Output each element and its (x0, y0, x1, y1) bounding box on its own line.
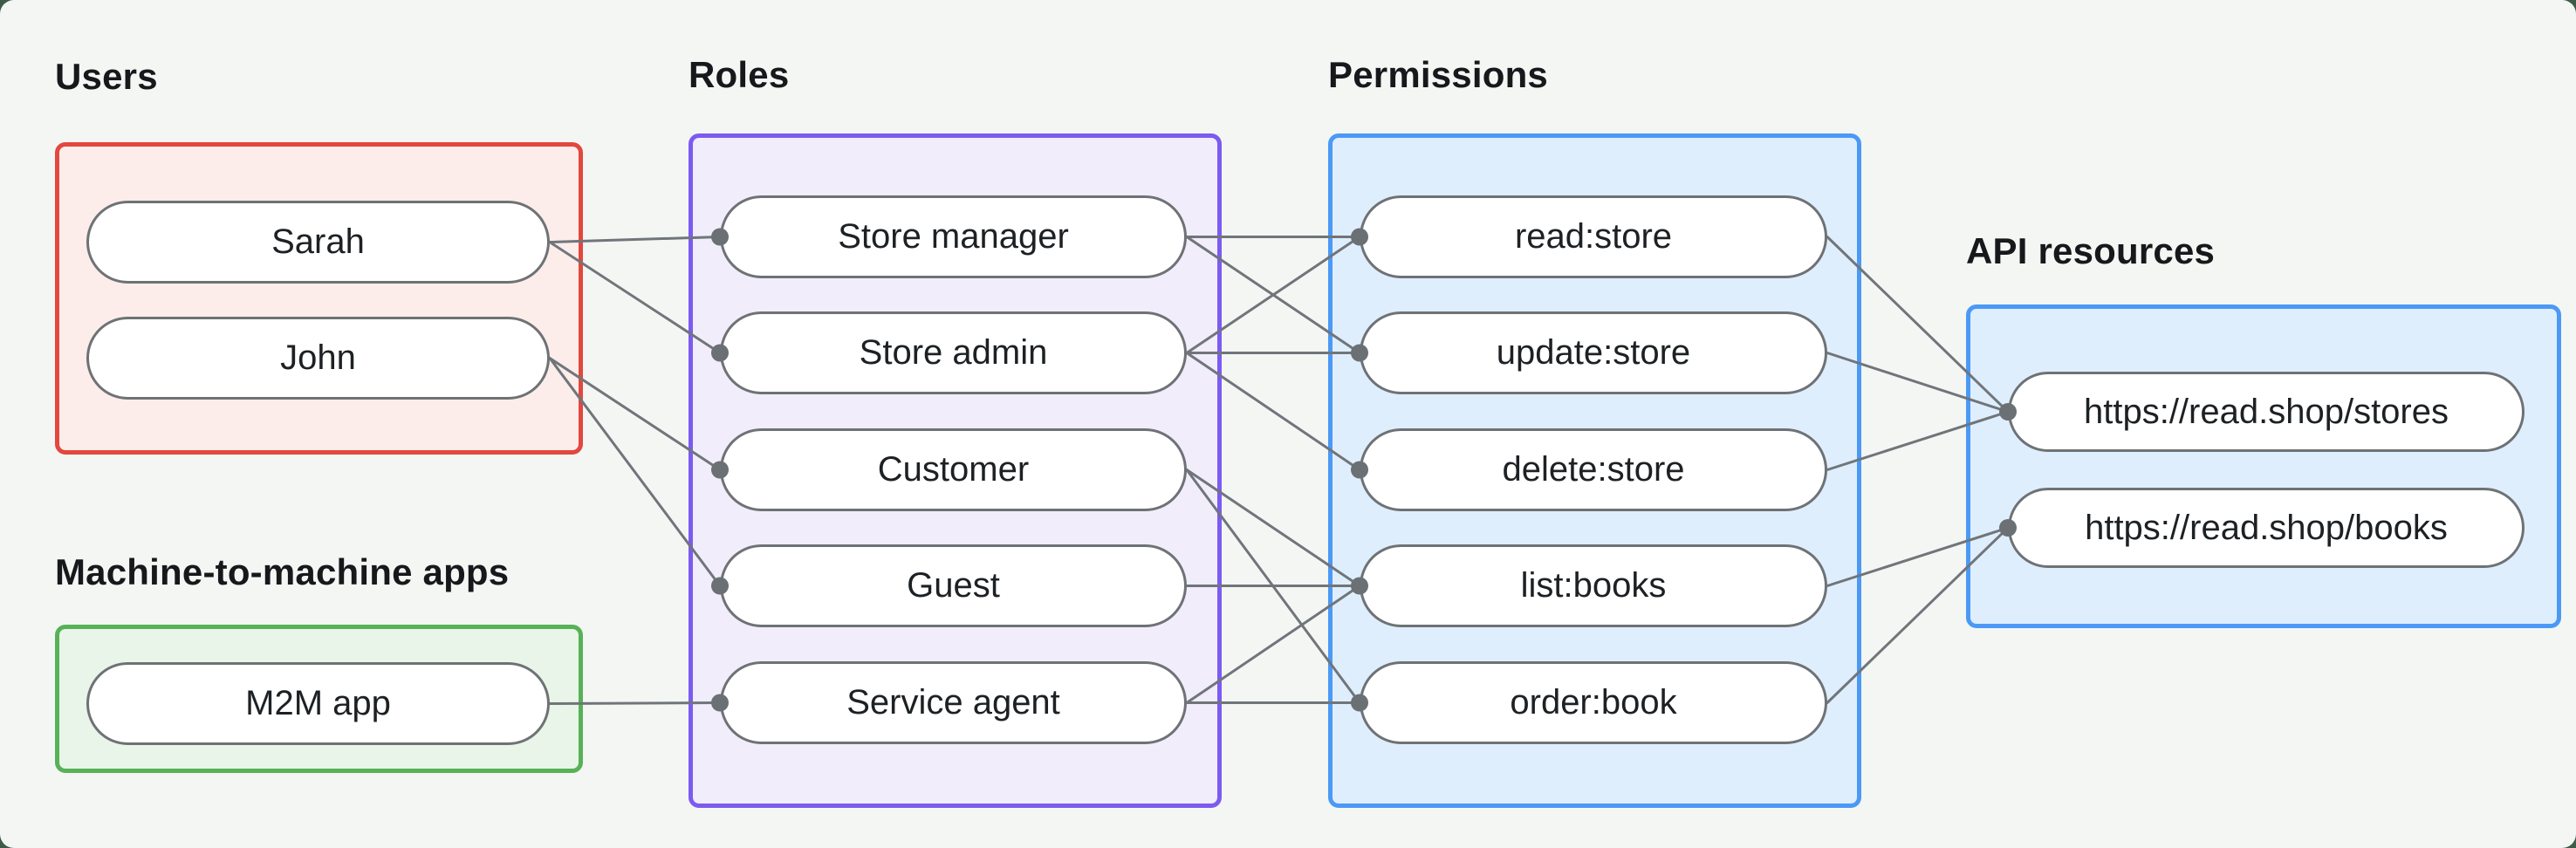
node-label-update-store: update:store (1496, 333, 1691, 372)
node-label-m2m-app: M2M app (245, 684, 391, 722)
node-label-list-books: list:books (1520, 566, 1667, 605)
edge-store-admin-to-read-store (1185, 236, 1361, 354)
node-label-order-book: order:book (1510, 683, 1677, 721)
node-label-store-manager: Store manager (838, 217, 1069, 256)
group-label-users: Users (55, 56, 158, 97)
group-label-m2m: Machine-to-machine apps (55, 551, 510, 592)
node-pill-m2m-app: M2M app (86, 662, 550, 745)
node-label-service-agent: Service agent (846, 683, 1060, 721)
edge-delete-store-to-stores (1826, 410, 2010, 471)
edge-john-to-guest (548, 357, 722, 587)
node-label-delete-store: delete:store (1502, 450, 1685, 489)
node-pill-delete-store: delete:store (1360, 428, 1827, 511)
node-pill-stores: https://read.shop/stores (2008, 372, 2525, 452)
node-pill-store-admin: Store admin (720, 311, 1187, 394)
node-label-store-admin: Store admin (859, 333, 1048, 372)
node-pill-guest: Guest (720, 544, 1187, 627)
edge-m2m-app-to-service-agent (548, 701, 722, 705)
node-label-books: https://read.shop/books (2085, 508, 2448, 547)
group-label-permissions: Permissions (1328, 54, 1548, 95)
group-label-roles: Roles (689, 54, 790, 95)
edge-store-admin-to-delete-store (1185, 352, 1361, 471)
node-label-read-store: read:store (1514, 217, 1673, 256)
node-pill-john: John (86, 317, 550, 400)
node-label-stores: https://read.shop/stores (2083, 392, 2449, 431)
group-label-api: API resources (1966, 230, 2216, 271)
group-box-users (55, 142, 583, 455)
edge-read-store-to-stores (1826, 236, 2010, 414)
node-pill-read-store: read:store (1360, 195, 1827, 278)
node-label-john: John (280, 339, 356, 377)
edge-sarah-to-store-manager (548, 236, 722, 243)
node-pill-store-manager: Store manager (720, 195, 1187, 278)
node-pill-update-store: update:store (1360, 311, 1827, 394)
node-label-guest: Guest (907, 566, 1000, 605)
node-pill-books: https://read.shop/books (2008, 488, 2525, 568)
edge-sarah-to-store-admin (548, 241, 722, 354)
node-pill-service-agent: Service agent (720, 661, 1187, 744)
node-pill-sarah: Sarah (86, 201, 550, 284)
edge-update-store-to-stores (1826, 352, 2010, 414)
node-pill-customer: Customer (720, 428, 1187, 511)
edge-service-agent-to-list-books (1185, 585, 1361, 704)
edge-john-to-customer (548, 357, 722, 471)
node-label-sarah: Sarah (271, 222, 365, 261)
node-pill-list-books: list:books (1360, 544, 1827, 627)
node-pill-order-book: order:book (1360, 661, 1827, 744)
edge-customer-to-list-books (1185, 468, 1361, 587)
edge-list-books-to-books (1826, 526, 2010, 587)
group-box-api (1966, 304, 2561, 628)
edge-order-book-to-books (1826, 526, 2010, 704)
node-label-customer: Customer (877, 450, 1030, 489)
